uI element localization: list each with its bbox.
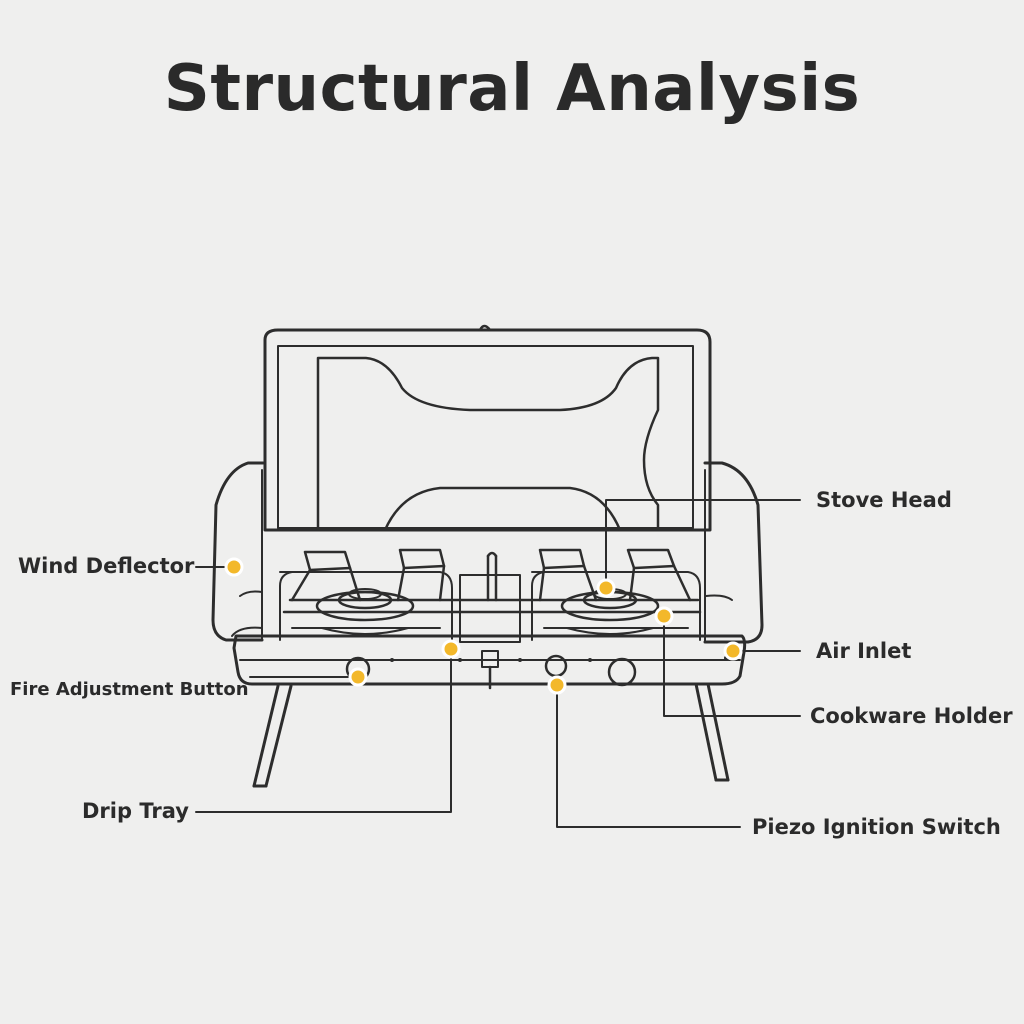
label-piezo-ignition-switch: Piezo Ignition Switch xyxy=(752,815,1001,839)
marker-piezo xyxy=(547,675,567,695)
stove-body xyxy=(232,585,747,686)
marker-drip-tray xyxy=(441,639,461,659)
label-fire-adjustment-button: Fire Adjustment Button xyxy=(10,679,249,700)
right-wind-deflector xyxy=(703,461,764,644)
marker-air-inlet xyxy=(723,641,743,661)
marker-wind-deflector xyxy=(224,557,244,577)
stove-legs xyxy=(252,682,730,788)
front-controls xyxy=(345,650,728,690)
lid xyxy=(263,324,712,532)
label-wind-deflector: Wind Deflector xyxy=(18,554,195,578)
marker-stove-head xyxy=(596,578,616,598)
burner-wells xyxy=(279,571,701,643)
cookware-grates xyxy=(282,548,702,614)
leader-piezo xyxy=(556,684,741,828)
leader-lines xyxy=(195,499,801,828)
leader-cookware-holder xyxy=(663,615,801,717)
label-air-inlet: Air Inlet xyxy=(816,639,912,663)
label-drip-tray: Drip Tray xyxy=(82,799,189,823)
marker-cookware-holder xyxy=(654,606,674,626)
label-stove-head: Stove Head xyxy=(816,488,952,512)
marker-fire-adjustment xyxy=(348,667,368,687)
leader-stove-head xyxy=(605,499,801,589)
page-title: Structural Analysis xyxy=(163,52,861,126)
callout-markers xyxy=(224,557,743,695)
leader-drip-tray xyxy=(195,648,452,813)
label-cookware-holder: Cookware Holder xyxy=(810,704,1013,728)
left-wind-deflector xyxy=(211,461,265,642)
